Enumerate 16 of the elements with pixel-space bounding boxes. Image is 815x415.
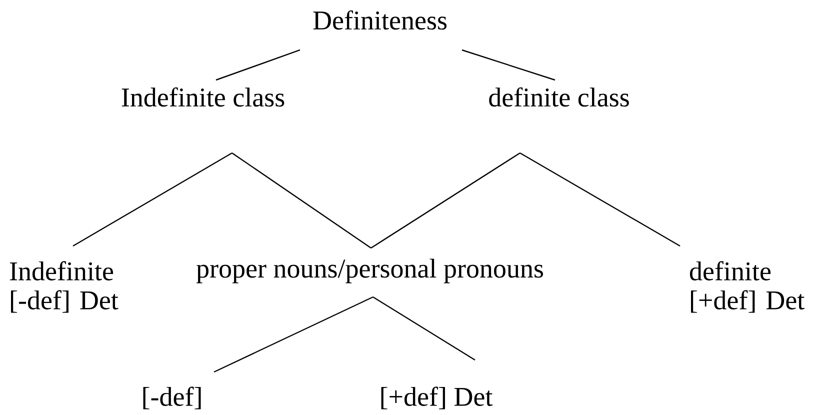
tree-branch	[462, 49, 556, 81]
tree-branch	[232, 152, 372, 248]
tree-branch	[214, 296, 374, 373]
tree-label: [-def]	[143, 386, 201, 410]
tree-branch	[216, 49, 300, 81]
tree-label: definite class	[489, 87, 629, 107]
tree-label: definite [+def] Det	[690, 261, 804, 313]
tree-label: Indefinite [-def] Det	[10, 261, 118, 313]
tree-branch	[520, 152, 680, 247]
tree-label: [+def] Det	[381, 386, 493, 410]
tree-branch	[72, 152, 232, 247]
tree-branch	[372, 296, 476, 360]
tree-label: Definiteness	[313, 10, 447, 30]
tree-label: proper nouns/personal pronouns	[196, 258, 543, 284]
tree-branch	[370, 152, 520, 248]
tree-label: Indefinite class	[122, 87, 284, 107]
